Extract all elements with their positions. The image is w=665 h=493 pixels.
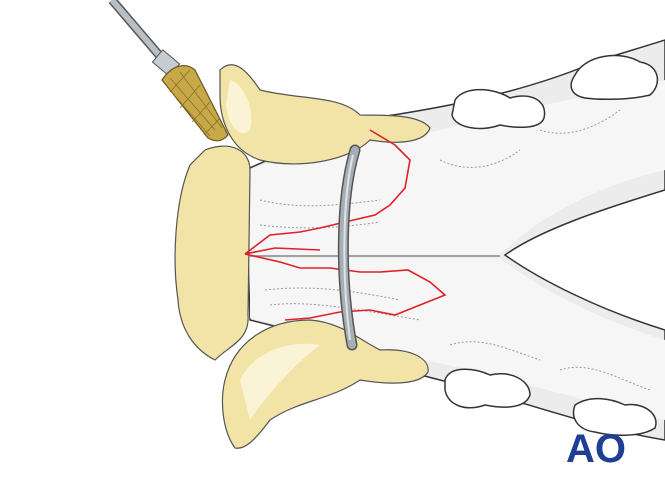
teeth	[444, 54, 659, 436]
mandible-inner	[250, 80, 665, 255]
drill-bur-icon	[108, 0, 229, 142]
cartilage	[174, 64, 431, 449]
logo-text: AO	[566, 427, 626, 471]
ao-logo: AO	[566, 427, 626, 471]
mandible-inner-lower	[250, 258, 665, 420]
